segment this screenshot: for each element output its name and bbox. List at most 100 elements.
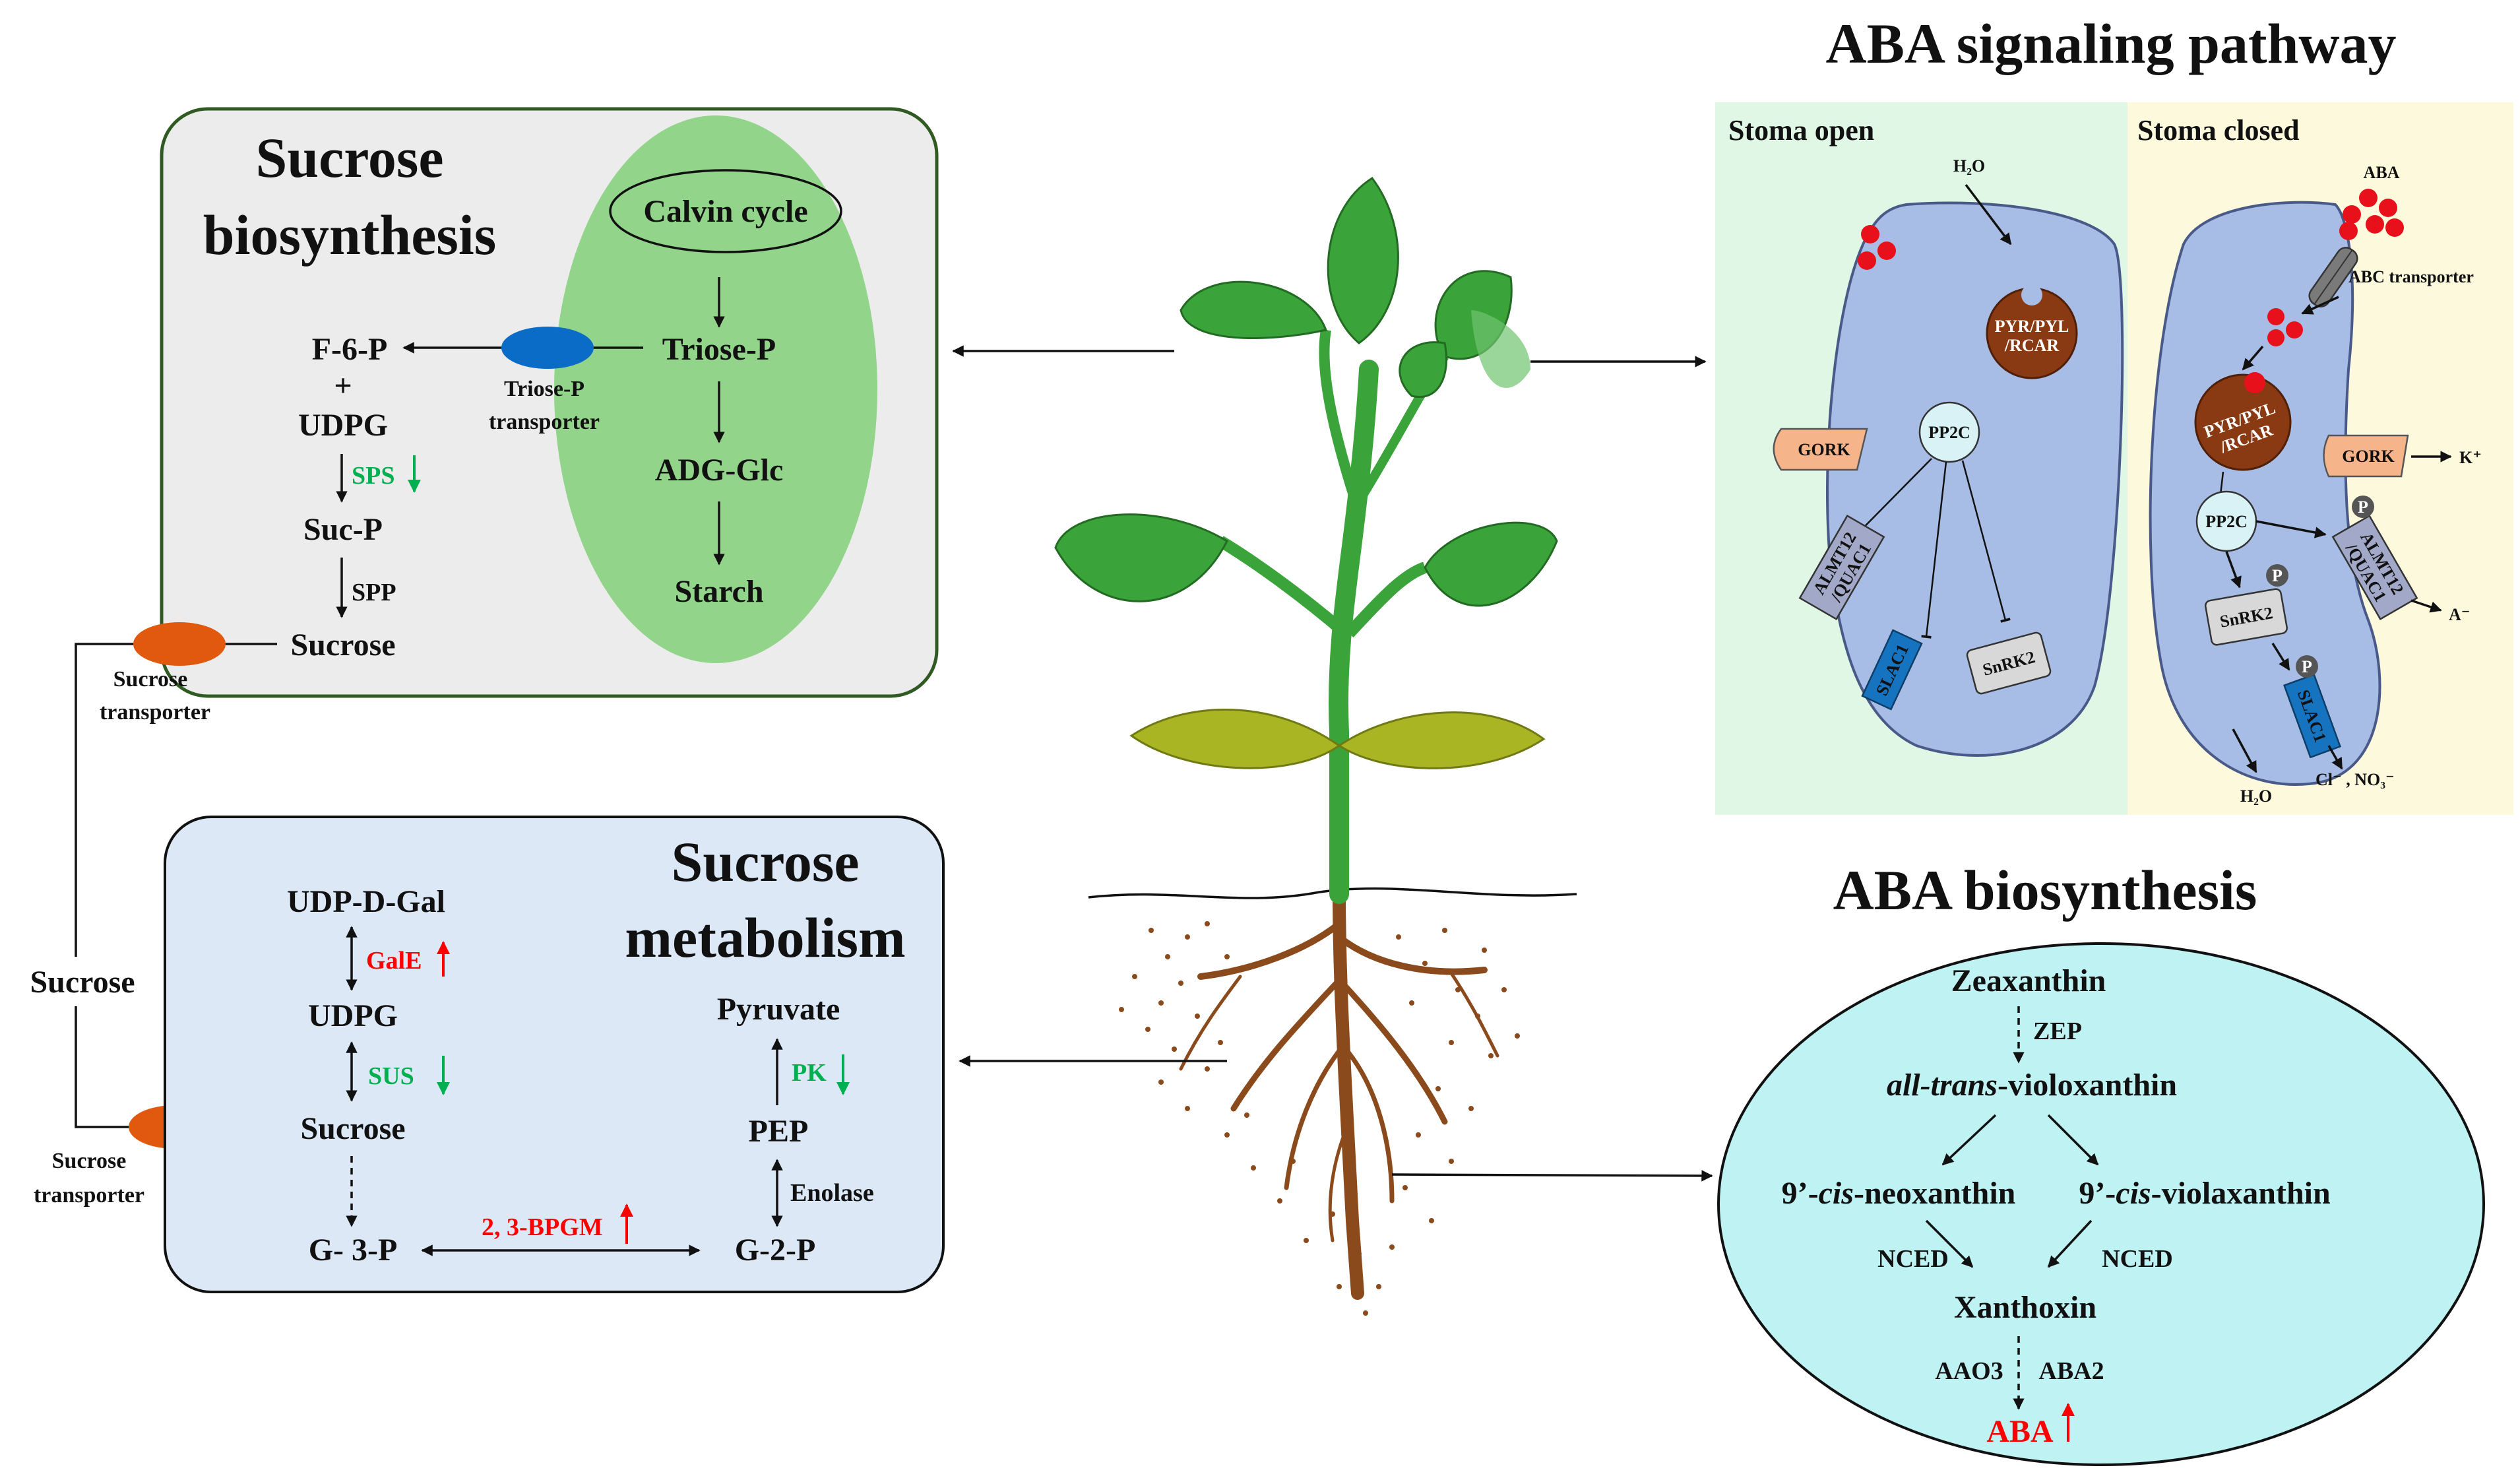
abc-import-arrow xyxy=(2301,296,2339,315)
phospho-snrk2 xyxy=(2266,564,2288,587)
anion-label: A⁻ xyxy=(2449,605,2471,624)
leaf-upper-left xyxy=(1180,280,1328,339)
enolase-enzyme-label: Enolase xyxy=(790,1179,874,1207)
leaf-right xyxy=(1424,521,1558,607)
guard-cell-closed xyxy=(2149,201,2381,786)
phospho-almt xyxy=(2352,496,2374,518)
sucrose-transporter-top-label-line1: Sucrose xyxy=(113,667,188,692)
leaf-small xyxy=(1399,341,1448,398)
violoxanthin-to-neoxanthin-arrow xyxy=(1941,1114,1997,1166)
sucrose-biosynthesis-panel: Sucrose biosynthesis Calvin cycle Triose… xyxy=(160,107,939,698)
sucrose-metabolism-title-line2: metabolism xyxy=(625,906,905,969)
cl-efflux-arrow xyxy=(2327,745,2343,770)
aba-molecules-open xyxy=(1858,225,1896,270)
branch-right xyxy=(1344,562,1428,638)
aba-to-receptor-arrow xyxy=(2242,345,2264,371)
nced-left-label: NCED xyxy=(1877,1245,1949,1273)
sucrose-transport-path: Sucrose transporter Sucrose Sucrose tran… xyxy=(20,622,282,1207)
triose-p-transporter xyxy=(501,327,594,369)
sucrose-metabolism-label: Sucrose xyxy=(300,1111,405,1146)
pp2c-inhibit-slac-open xyxy=(1921,461,1947,639)
pp2c-inhibit-snrk2-open xyxy=(1961,460,2011,623)
branch-upper-left xyxy=(1319,329,1361,503)
f6p-label: F-6-P xyxy=(312,332,388,367)
gork-open-label: GORK xyxy=(1798,440,1850,459)
aba-biosynthesis-circle xyxy=(1717,942,2485,1466)
sucrose-label-top: Sucrose xyxy=(290,627,395,662)
calvin-cycle-label: Calvin cycle xyxy=(643,194,807,229)
sucrose-transporter-bottom-label-line2: transporter xyxy=(34,1183,144,1207)
phospho-slac1 xyxy=(2296,655,2318,678)
pp2c-to-snrk2-closed xyxy=(2225,551,2242,589)
xanthoxin-label: Xanthoxin xyxy=(1954,1290,2096,1325)
gork-open xyxy=(1773,428,1868,471)
branch-left xyxy=(1217,536,1350,638)
triose-transporter-label-line2: transporter xyxy=(489,410,600,434)
nced-right-label: NCED xyxy=(2102,1245,2173,1273)
stem xyxy=(1329,360,1379,904)
sucrose-transporter-top-label-line2: transporter xyxy=(100,700,210,724)
soil-particles xyxy=(1119,921,1520,1316)
snrk2-open: SnRK2 xyxy=(1966,631,2052,695)
root-to-aba-biosynthesis-arrow xyxy=(1391,1170,1713,1182)
cotyledon-right xyxy=(1337,711,1546,769)
pp2c-closed-label: PP2C xyxy=(2205,512,2248,531)
anion-efflux-arrow xyxy=(2410,599,2442,613)
triose-transporter-label-line1: Triose-P xyxy=(504,377,584,401)
h2o-inflow-arrow xyxy=(1965,183,2012,245)
viola-cis: cis xyxy=(2116,1176,2151,1211)
udpg-metabolism-label: UDPG xyxy=(308,998,398,1033)
leaf-left xyxy=(1054,513,1228,602)
phospho-snrk2-label: P xyxy=(2272,566,2283,585)
roots xyxy=(1179,884,1499,1300)
sucrose-metabolism-panel: Sucrose metabolism UDP-D-Gal GalE UDPG S… xyxy=(164,816,945,1293)
plant-illustration xyxy=(1054,176,1577,1316)
g3p-label: G- 3-P xyxy=(309,1233,398,1268)
pyruvate-label: Pyruvate xyxy=(717,992,840,1027)
sucrose-middle-label: Sucrose xyxy=(30,965,135,1000)
all-trans-violoxanthin-label: all-trans-violoxanthin xyxy=(1887,1068,2177,1103)
receptor-open-label-line2: /RCAR xyxy=(2004,336,2060,355)
receptor-open-pocket xyxy=(2021,284,2042,306)
h2o-top-label: H₂O xyxy=(1953,156,1985,176)
phospho-slac1-label: P xyxy=(2302,657,2312,676)
udp-d-gal-label: UDP-D-Gal xyxy=(287,884,445,919)
sps-enzyme-label: SPS xyxy=(352,462,394,490)
phospho-almt-label: P xyxy=(2358,498,2368,517)
leaf-faded xyxy=(1471,310,1530,388)
neoxanthin-to-xanthoxin-arrow xyxy=(1925,1219,1974,1268)
gork-closed-label: GORK xyxy=(2342,447,2395,466)
violoxanthin-to-violaxanthin-arrow xyxy=(2047,1114,2099,1166)
abc-transporter-label: ABC transporter xyxy=(2348,267,2474,286)
aba-product-label: ABA xyxy=(1986,1414,2054,1449)
aba-biosynthesis-panel: ABA biosynthesis Zeaxanthin ZEP all-tran… xyxy=(1717,858,2485,1466)
plus-label: + xyxy=(334,368,352,403)
neo-cis: cis xyxy=(1819,1176,1854,1211)
cl-no3-label: Cl⁻ , NO₃⁻ xyxy=(2315,770,2395,789)
stoma-closed-header: Stoma closed xyxy=(2137,114,2300,146)
sus-enzyme-label: SUS xyxy=(368,1062,414,1090)
aba-molecules-closed xyxy=(2267,189,2404,346)
viola-prefix: 9’- xyxy=(2079,1176,2116,1211)
pep-label: PEP xyxy=(749,1114,809,1149)
receptor-closed xyxy=(2194,373,2292,471)
udpg-label: UDPG xyxy=(298,408,388,443)
stoma-open-header: Stoma open xyxy=(1728,114,1874,146)
sucrose-transporter-top xyxy=(133,622,226,666)
violaxanthin-to-xanthoxin-arrow xyxy=(2047,1219,2093,1268)
all-trans-prefix: all-trans xyxy=(1887,1068,1998,1103)
gork-closed xyxy=(2323,434,2409,478)
viola-suffix: -violaxanthin xyxy=(2151,1176,2331,1211)
cotyledon-left xyxy=(1129,708,1341,769)
pp2c-to-almt-closed xyxy=(2255,520,2327,538)
zep-enzyme-label: ZEP xyxy=(2033,1017,2082,1045)
soil-line xyxy=(1088,887,1577,899)
starch-label: Starch xyxy=(674,574,763,609)
k-plus-label: K⁺ xyxy=(2459,448,2482,467)
adg-glc-label: ADG-Glc xyxy=(655,453,784,488)
neo-suffix: -neoxanthin xyxy=(1854,1176,2015,1211)
spp-enzyme-label: SPP xyxy=(352,579,396,606)
all-trans-suffix: -violoxanthin xyxy=(1998,1068,2177,1103)
receptor-closed-aba xyxy=(2244,372,2265,393)
aba-signaling-panel: ABA signaling pathway Stoma open Stoma c… xyxy=(1715,12,2513,815)
